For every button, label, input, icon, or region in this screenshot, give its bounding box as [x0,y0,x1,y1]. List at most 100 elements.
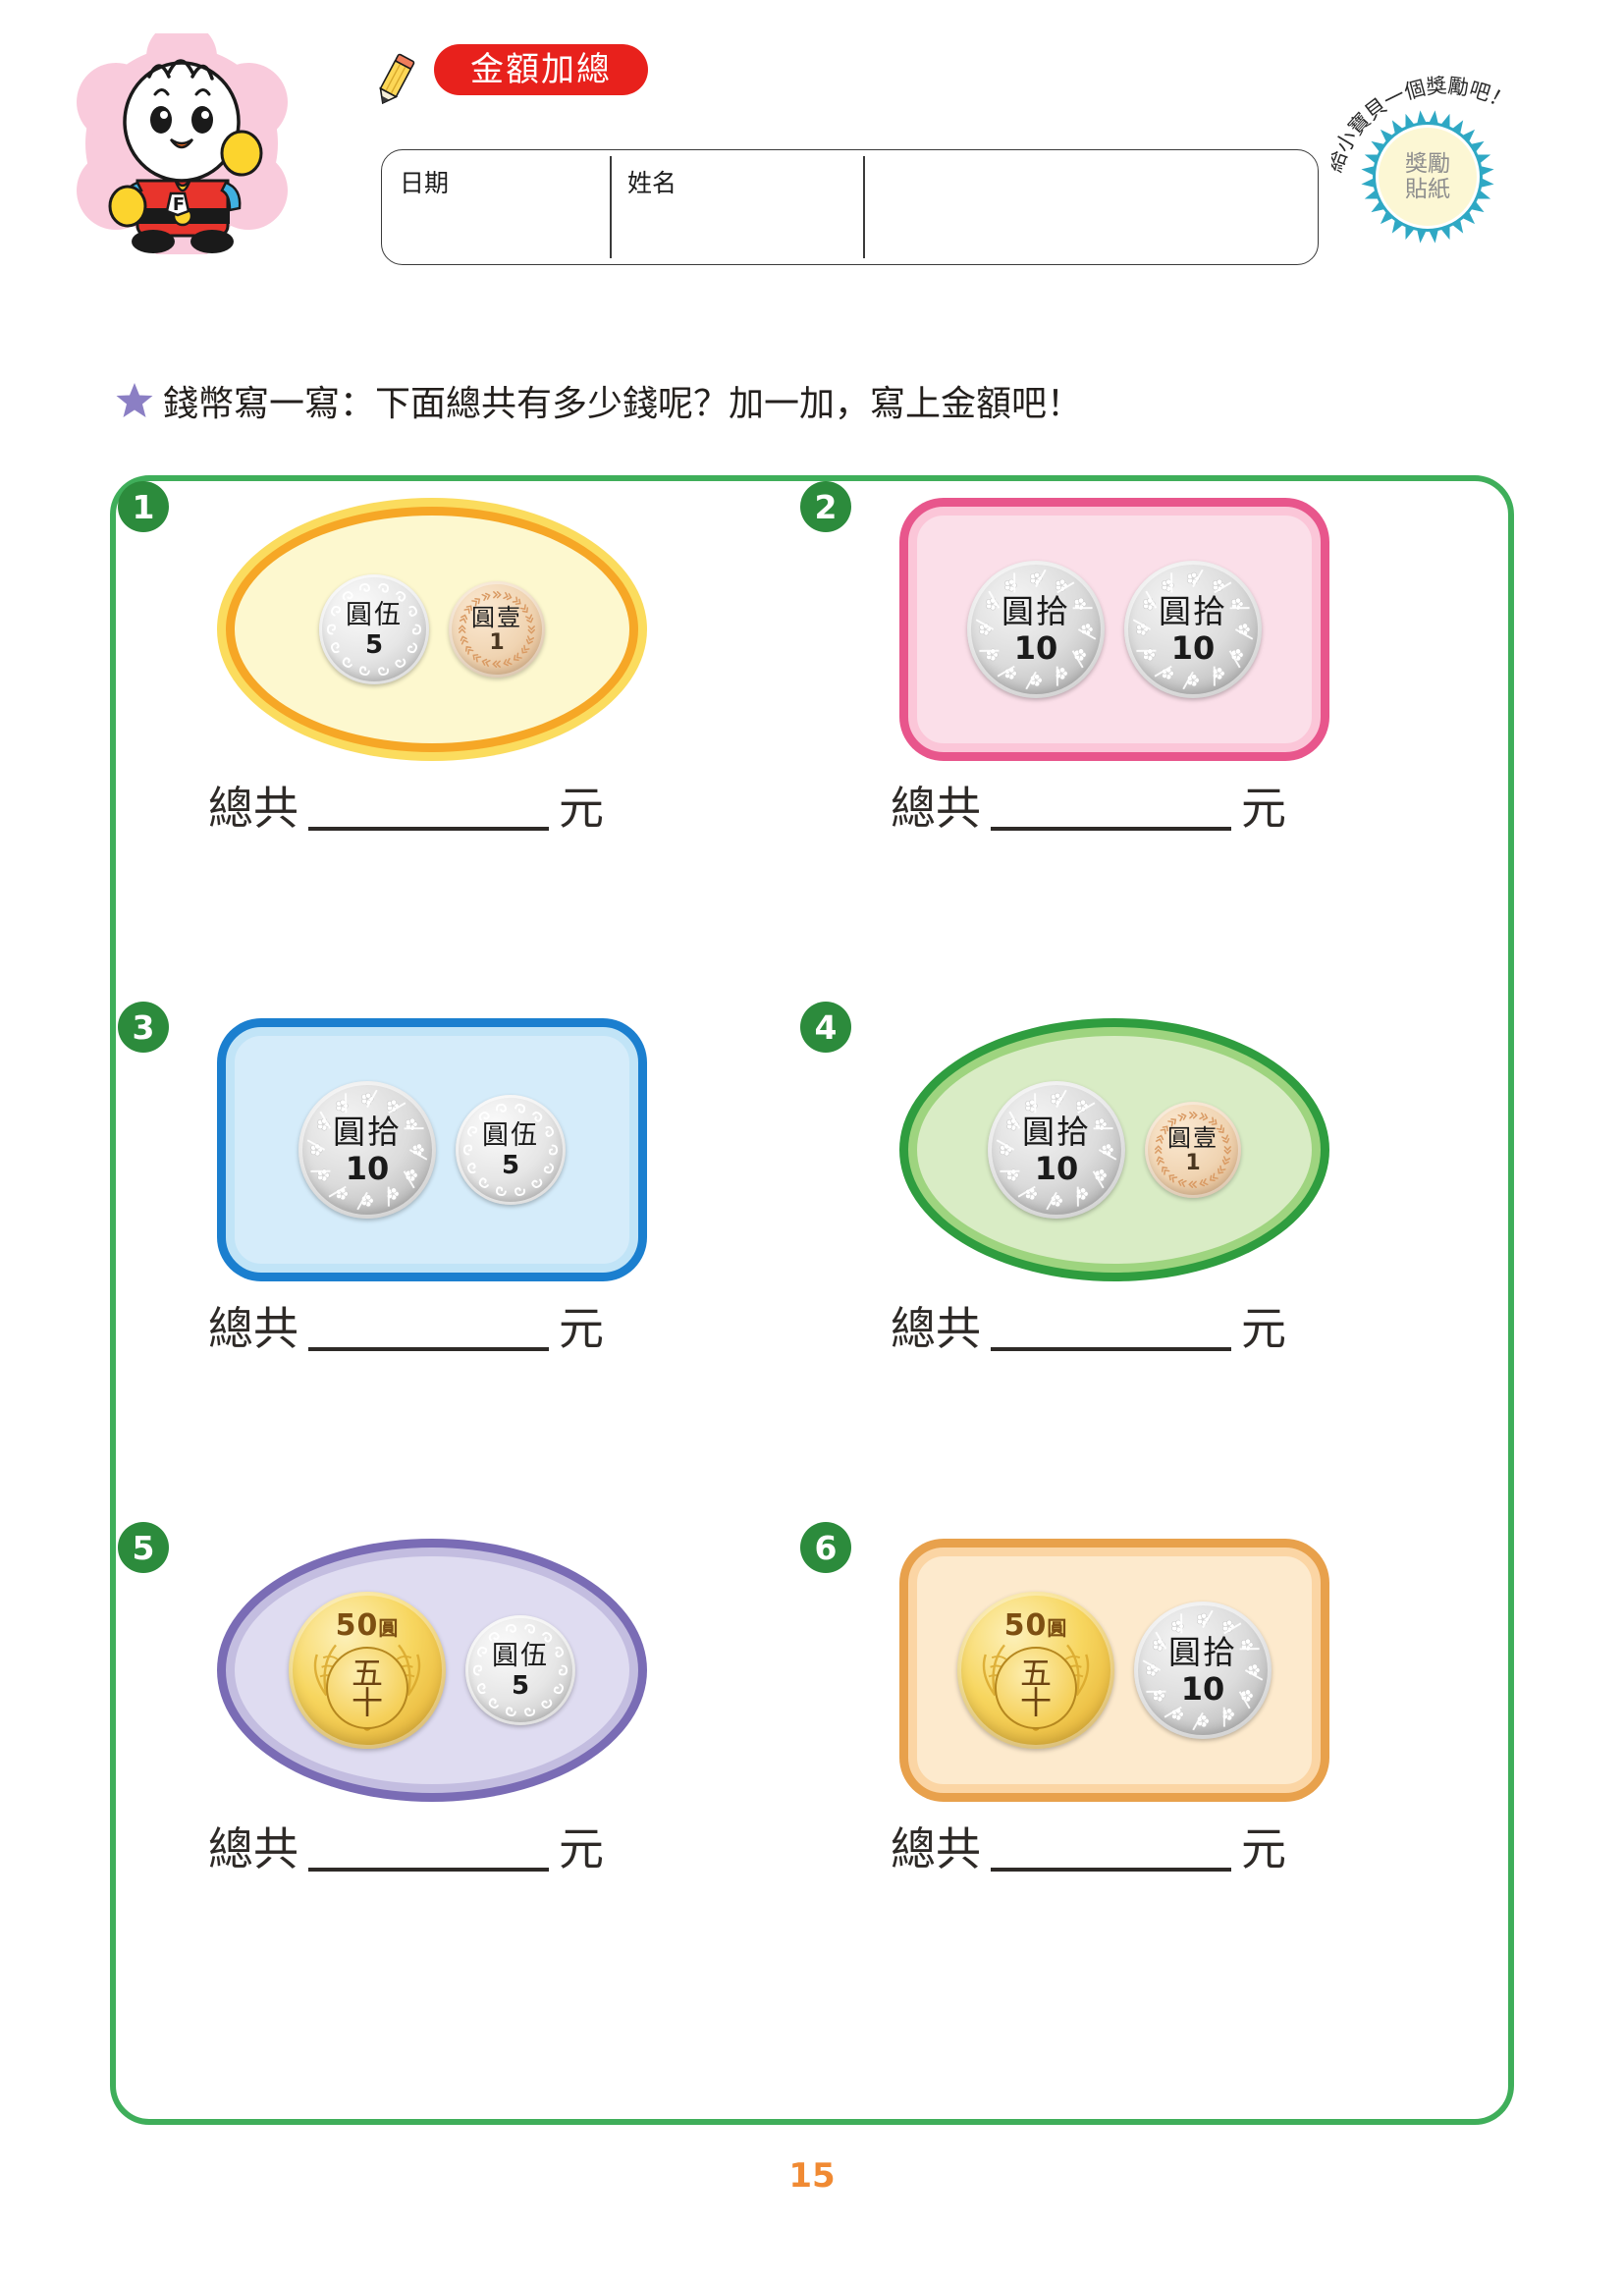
coin-value-number: 5 [364,629,384,660]
coin-value-number: 1 [489,629,505,655]
coin-chinese-label: 圓拾 [1159,592,1227,630]
problem-number-badge: 1 [118,481,169,532]
instruction-text: 錢幣寫一寫：下面總共有多少錢呢？加一加，寫上金額吧！ [163,384,1083,424]
coin-denomination-top: 50圓 [1003,1608,1068,1643]
coin-center-circle: 五十 [995,1647,1077,1729]
answer-blank[interactable] [308,1310,549,1351]
coin-center-circle: 五十 [326,1647,408,1729]
page-number: 15 [788,2156,836,2196]
answer-suffix: 元 [559,1822,604,1875]
answer-prefix: 總共 [891,1822,981,1875]
answer-blank[interactable] [991,1310,1231,1351]
problem-number-badge: 4 [800,1002,851,1053]
answer-blank[interactable] [308,1830,549,1872]
page-title: 金額加總 [470,50,612,89]
answer-prefix: 總共 [208,1302,298,1355]
answer-line: 總共 元 [208,786,604,831]
star-icon [116,383,153,417]
answer-line: 總共 元 [208,1826,604,1872]
mascot-character: F [77,33,288,269]
coin-denomination-top: 50圓 [335,1608,400,1643]
svg-text:F: F [173,194,185,215]
sticker-line-2: 貼紙 [1405,177,1450,202]
coin-chinese-label: 圓拾 [1168,1633,1237,1671]
answer-line: 總共 元 [208,1306,604,1351]
coin-center-char: 五 [351,1654,383,1692]
coin-value-number: 10 [345,1150,390,1187]
answer-line: 總共 元 [891,1306,1286,1351]
problem-number-badge: 3 [118,1002,169,1053]
coin-chinese-label: 圓壹 [471,603,522,631]
info-divider-2 [863,156,865,258]
answer-line: 總共 元 [891,786,1286,831]
coin-nt50: 50圓五十 [289,1592,446,1749]
coin-value-number: 5 [511,1670,530,1701]
coin-chinese-label: 圓拾 [1001,592,1070,630]
answer-suffix: 元 [1241,1822,1286,1875]
coin-chinese-label: 圓伍 [346,599,403,630]
coin-chinese-label: 圓拾 [1022,1113,1091,1151]
sticker-line-1: 獎勵 [1405,150,1450,177]
date-label: 日期 [400,169,450,197]
answer-prefix: 總共 [891,782,981,835]
answer-blank[interactable] [308,789,549,831]
answer-blank[interactable] [991,1830,1231,1872]
page-title-badge: 金額加總 [434,44,648,95]
coin-value-number: 10 [1034,1150,1079,1187]
coin-value-number: 10 [1013,629,1058,667]
problem-5: 5 50圓五十 [118,1522,805,2052]
answer-suffix: 元 [1241,782,1286,835]
sticker-inner-label: 獎勵 貼紙 [1376,125,1480,229]
problem-number-badge: 2 [800,481,851,532]
coin-nt50: 50圓五十 [957,1592,1114,1749]
answer-suffix: 元 [559,1302,604,1355]
coin-center-char: 十 [1019,1684,1052,1721]
answer-prefix: 總共 [208,1822,298,1875]
coin-chinese-label: 圓伍 [482,1119,539,1151]
answer-prefix: 總共 [208,782,298,835]
coin-center-char: 十 [351,1684,383,1721]
answer-suffix: 元 [1241,1302,1286,1355]
problem-1: 1 [118,481,805,1011]
problem-number-badge: 5 [118,1522,169,1573]
problem-number-badge: 6 [800,1522,851,1573]
student-info-box: 日期 姓名 [381,149,1319,265]
answer-blank[interactable] [991,789,1231,831]
answer-prefix: 總共 [891,1302,981,1355]
coin-chinese-label: 圓拾 [333,1113,402,1151]
instruction-row: 錢幣寫一寫：下面總共有多少錢呢？加一加，寫上金額吧！ [116,375,1082,426]
name-label: 姓名 [627,169,677,197]
answer-suffix: 元 [559,782,604,835]
reward-sticker: 給小寶貝一個獎勵吧！ 獎勵 貼紙 [1331,39,1557,250]
coin-chinese-label: 圓伍 [492,1640,549,1671]
coin-value-number: 10 [1170,629,1216,667]
